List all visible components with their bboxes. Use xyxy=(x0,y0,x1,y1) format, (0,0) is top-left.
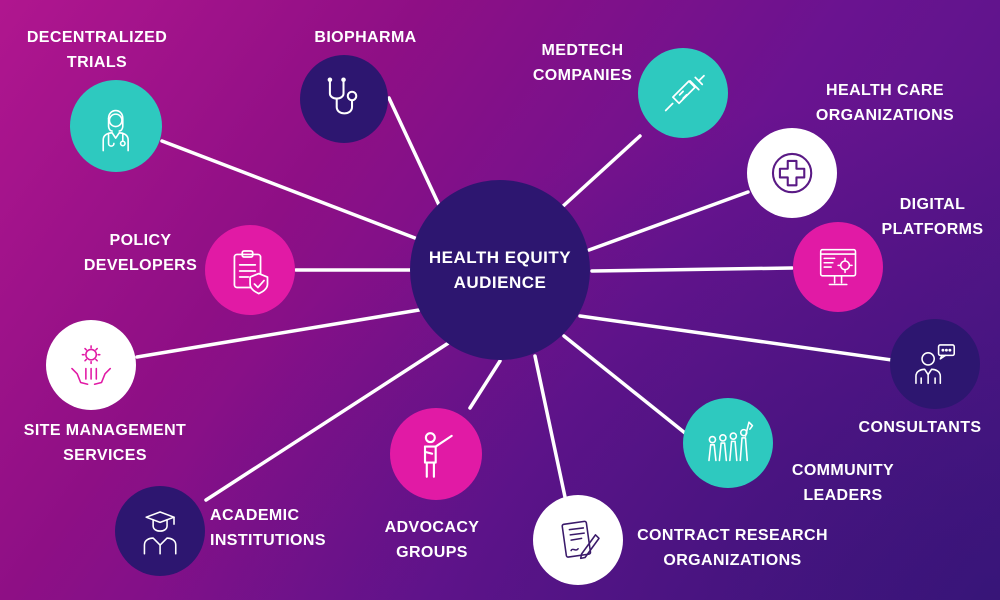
policy-developers-label: POLICY DEVELOPERS xyxy=(78,228,203,278)
medtech-node xyxy=(638,48,728,138)
academic-institutions-label: ACADEMIC INSTITUTIONS xyxy=(210,503,355,553)
monitor-gear-icon xyxy=(819,248,857,286)
community-leaders-line1: COMMUNITY xyxy=(791,462,895,479)
female-doctor-icon xyxy=(102,110,130,152)
syringe-icon xyxy=(664,74,705,112)
decentralized-trials-line2: TRIALS xyxy=(66,54,128,71)
health-care-line1: HEALTH CARE xyxy=(826,82,944,99)
site-management-line1: SITE MANAGEMENT xyxy=(23,422,187,439)
hub-title-line1: HEALTH EQUITY xyxy=(428,248,572,267)
policy-developers-node xyxy=(205,225,295,315)
connector-consultants xyxy=(578,314,894,362)
connector-site-management xyxy=(135,308,421,359)
connector-biopharma xyxy=(387,96,441,207)
community-leaders-line2: LEADERS xyxy=(803,487,883,504)
biopharma-line1: BIOPHARMA xyxy=(314,29,417,46)
connector-medtech xyxy=(559,134,642,210)
hub-title-line2: AUDIENCE xyxy=(453,273,547,292)
academic-institutions-line2: INSTITUTIONS xyxy=(210,532,326,549)
advocacy-groups-line1: ADVOCACY xyxy=(384,519,480,536)
health-care-organizations-label: HEALTH CARE ORGANIZATIONS xyxy=(800,78,970,128)
connector-decentralized-trials xyxy=(160,139,417,240)
digital-platforms-line2: PLATFORMS xyxy=(881,221,984,238)
medical-cross-icon xyxy=(771,152,813,194)
community-leaders-node xyxy=(683,398,773,488)
group-flag-icon xyxy=(708,421,754,462)
health-care-organizations-node xyxy=(747,128,837,218)
consultants-line1: CONSULTANTS xyxy=(858,419,982,436)
decentralized-trials-label: DECENTRALIZED TRIALS xyxy=(12,25,182,75)
advocacy-groups-line2: GROUPS xyxy=(396,544,468,561)
hands-gear-icon xyxy=(71,345,111,385)
policy-developers-line2: DEVELOPERS xyxy=(83,257,198,274)
advocacy-groups-label: ADVOCACY GROUPS xyxy=(372,515,492,565)
medtech-line1: MEDTECH xyxy=(541,42,624,59)
health-care-line2: ORGANIZATIONS xyxy=(815,107,955,124)
health-equity-audience-hub: HEALTH EQUITY AUDIENCE xyxy=(410,180,590,360)
digital-platforms-node xyxy=(793,222,883,312)
connector-academic xyxy=(204,340,452,502)
graduate-icon xyxy=(143,511,177,555)
academic-institutions-node xyxy=(115,486,205,576)
biopharma-node xyxy=(300,55,388,143)
connector-contract xyxy=(533,354,567,499)
site-management-label: SITE MANAGEMENT SERVICES xyxy=(5,418,205,468)
stethoscope-icon xyxy=(328,77,358,115)
medtech-label: MEDTECH COMPANIES xyxy=(520,38,645,88)
digital-platforms-label: DIGITAL PLATFORMS xyxy=(870,192,995,242)
contract-research-line1: CONTRACT RESEARCH xyxy=(637,527,828,544)
site-management-node xyxy=(46,320,136,410)
biopharma-label: BIOPHARMA xyxy=(298,25,433,50)
clipboard-shield-icon xyxy=(233,249,269,295)
connector-health-care xyxy=(587,190,750,252)
site-management-line2: SERVICES xyxy=(63,447,147,464)
contract-research-node xyxy=(533,495,623,585)
connector-digital xyxy=(590,266,794,273)
connector-advocacy xyxy=(468,359,502,410)
medtech-line2: COMPANIES xyxy=(532,67,633,84)
consultant-chat-icon xyxy=(915,344,955,384)
policy-developers-line1: POLICY xyxy=(109,232,172,249)
document-pen-icon xyxy=(561,520,600,560)
decentralized-trials-line1: DECENTRALIZED xyxy=(26,29,168,46)
contract-research-line2: ORGANIZATIONS xyxy=(663,552,802,569)
connector-community xyxy=(562,334,692,439)
speaker-person-icon xyxy=(424,432,454,479)
consultants-node xyxy=(890,319,980,409)
academic-institutions-line1: ACADEMIC xyxy=(210,507,300,524)
contract-research-label: CONTRACT RESEARCH ORGANIZATIONS xyxy=(630,523,835,573)
decentralized-trials-node xyxy=(70,80,162,172)
consultants-label: CONSULTANTS xyxy=(845,415,995,440)
digital-platforms-line1: DIGITAL xyxy=(899,196,966,213)
advocacy-groups-node xyxy=(390,408,482,500)
community-leaders-label: COMMUNITY LEADERS xyxy=(778,458,908,508)
